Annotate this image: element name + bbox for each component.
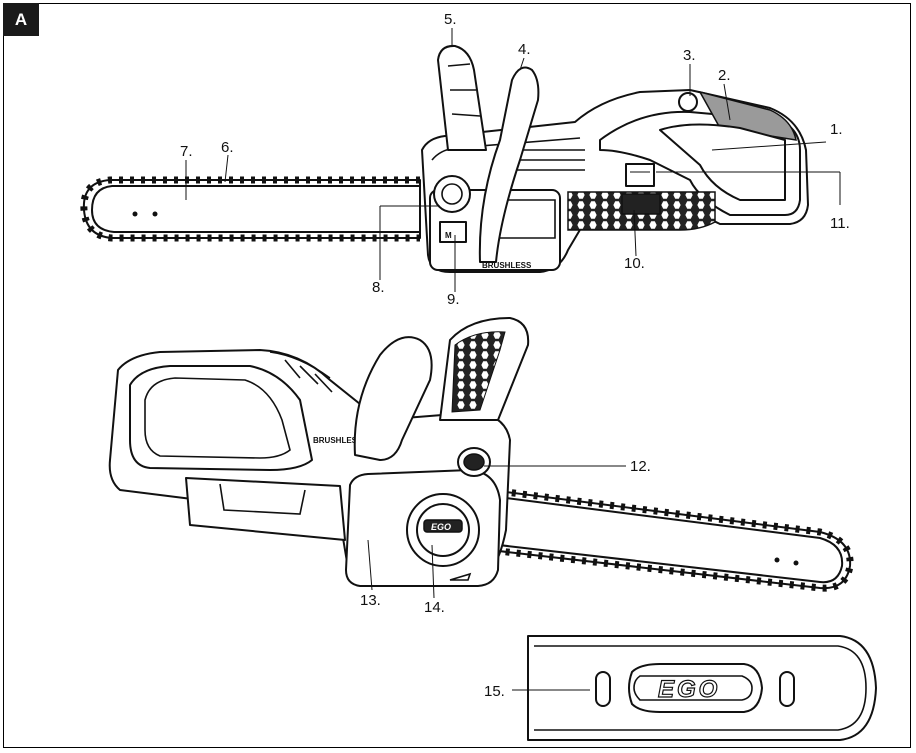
callout-8: 8. (372, 279, 385, 296)
guide-bar-side (80, 176, 421, 242)
battery-pack-side (567, 163, 716, 231)
callout-3: 3. (683, 47, 696, 64)
front-handle-side (478, 66, 540, 263)
front-handle-perspective (353, 336, 433, 461)
sprocket-cover-side: M (433, 175, 471, 243)
callout-7: 7. (180, 143, 193, 160)
hand-guard-side (437, 44, 487, 151)
callout-4: 4. (518, 41, 531, 58)
brushless-marking-perspective: BRUSHLESS (313, 436, 363, 445)
figure-frame (3, 3, 911, 748)
rear-handle-side (599, 90, 801, 216)
callout-2: 2. (718, 67, 731, 84)
brushless-marking-side: BRUSHLESS (482, 261, 532, 270)
callout-1: 1. (830, 121, 843, 138)
callout-15: 15. (484, 683, 505, 700)
chainsaw-perspective-view: BRUSHLESS EGO (108, 317, 854, 592)
callout-5: 5. (444, 11, 457, 28)
callout-12: 12. (630, 458, 651, 475)
brand-marking-knob: EGO (431, 522, 451, 532)
callout-6: 6. (221, 139, 234, 156)
callout-9: 9. (447, 291, 460, 308)
leader-lines (185, 28, 841, 691)
svg-text:M: M (445, 231, 452, 240)
tension-knob-perspective: EGO (406, 493, 480, 567)
callout-14: 14. (424, 599, 445, 616)
callout-13: 13. (360, 592, 381, 609)
bar-cover: EGO (527, 635, 877, 741)
oil-cap-perspective (457, 447, 491, 477)
callout-10: 10. (624, 255, 645, 272)
figure-badge: A (3, 3, 39, 36)
callout-11: 11. (830, 215, 850, 232)
guide-bar-perspective (489, 486, 854, 592)
chainsaw-side-view: M BRUSHLESS (80, 44, 809, 273)
callout-labels: 1. 2. 3. 4. 5. 6. 7. 8. 9. 10. 11. 12. 1… (180, 11, 850, 700)
brand-marking-cover: EGO (658, 676, 720, 703)
